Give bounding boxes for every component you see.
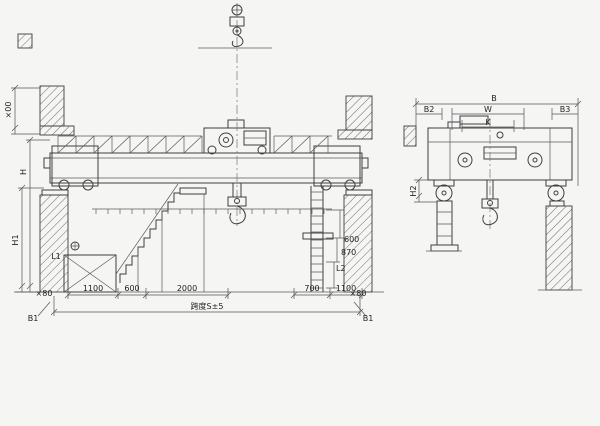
festoon-line bbox=[92, 208, 332, 214]
hook-block bbox=[227, 183, 247, 225]
dim-span-label: 跨度S±5 bbox=[191, 301, 224, 311]
dim-h-label: H bbox=[19, 169, 28, 175]
dim-k-label: K bbox=[485, 118, 491, 127]
dim-b2-label: B2 bbox=[424, 105, 435, 114]
dim-b3-label: B3 bbox=[560, 105, 571, 114]
dim-700-label: 700 bbox=[304, 284, 319, 293]
end-truck-left bbox=[51, 145, 99, 187]
dim-l1-label: L1 bbox=[51, 252, 61, 261]
crane-cross-section bbox=[427, 115, 573, 181]
dim-2000-label: 2000 bbox=[177, 284, 197, 293]
dim-w-label: W bbox=[484, 105, 492, 114]
dimensions-side: B B2 W B3 K H2 bbox=[409, 94, 582, 203]
hoist-detail bbox=[198, 3, 272, 226]
dimensions-front: ×00 H H1 1100 600 2000 700 1100 ×80 ×80 … bbox=[4, 84, 374, 323]
access-ladder bbox=[302, 186, 334, 292]
dim-1100-left-label: 1100 bbox=[83, 284, 103, 293]
hook-icon bbox=[229, 205, 246, 225]
dim-x80-right-label: ×80 bbox=[350, 289, 367, 298]
staircase bbox=[115, 183, 207, 292]
hook-block-side bbox=[481, 118, 499, 232]
dim-x80-left-label: ×80 bbox=[36, 289, 53, 298]
dim-l2-label: L2 bbox=[336, 264, 346, 273]
corner-mark bbox=[17, 33, 33, 49]
end-carriage-wheels bbox=[426, 179, 567, 252]
side-view: B B2 W B3 K H2 bbox=[403, 94, 582, 291]
front-view: ×00 H H1 1100 600 2000 700 1100 ×80 ×80 … bbox=[4, 3, 384, 323]
dim-h2-label: H2 bbox=[409, 185, 418, 196]
building-structure-side bbox=[403, 125, 582, 291]
operator-cab bbox=[63, 241, 117, 293]
dim-b-label: B bbox=[491, 94, 497, 103]
handrails bbox=[57, 135, 332, 154]
bridge-girder bbox=[43, 145, 369, 191]
detail-hook-icon bbox=[231, 34, 244, 48]
hook-icon bbox=[482, 207, 498, 226]
building-structure-front bbox=[16, 33, 384, 293]
end-truck-right bbox=[313, 145, 361, 187]
support-column bbox=[545, 205, 573, 291]
support-pedestal bbox=[436, 200, 453, 246]
dim-side-600-label: 600 bbox=[344, 235, 359, 244]
dim-clearance-label: ×00 bbox=[4, 102, 13, 119]
dim-600-label: 600 bbox=[124, 284, 139, 293]
dim-870-label: 870 bbox=[341, 248, 356, 257]
dim-h1-label: H1 bbox=[11, 234, 20, 245]
dim-1100-right-label: 1100 bbox=[336, 284, 356, 293]
dim-b1-right-label: B1 bbox=[363, 314, 374, 323]
dim-b1-left-label: B1 bbox=[28, 314, 39, 323]
